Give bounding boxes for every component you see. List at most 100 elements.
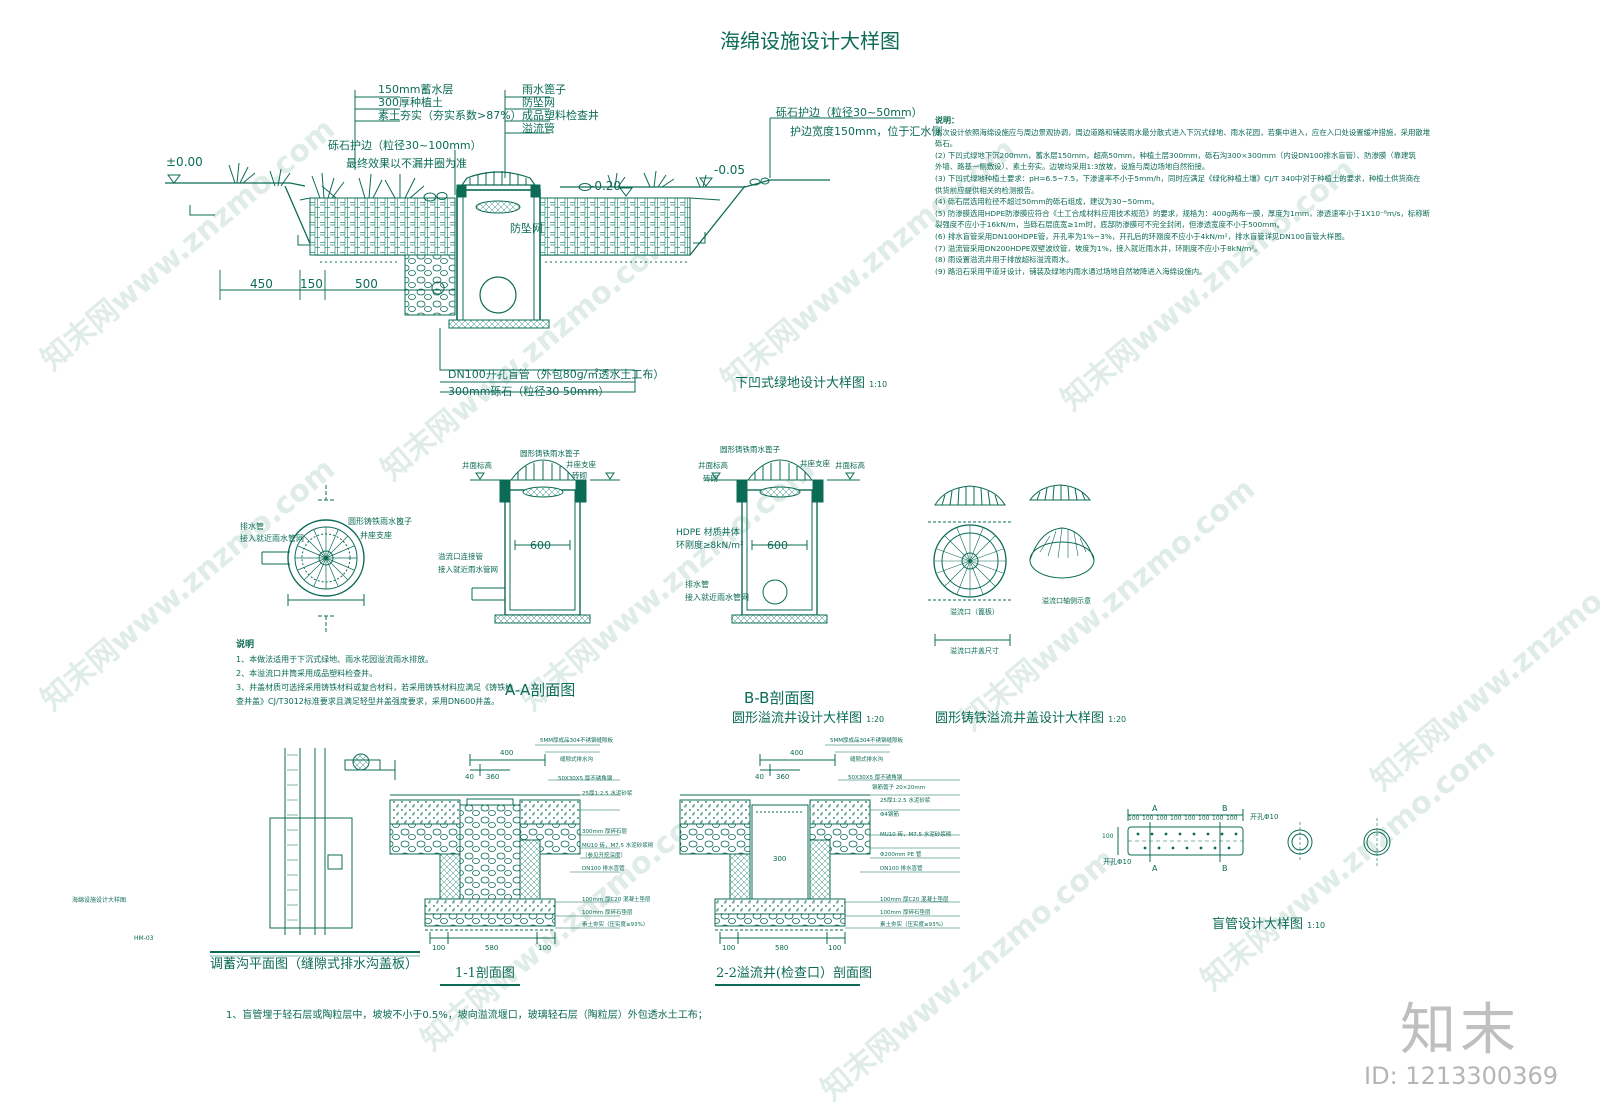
elevation-left: ±0.00 — [166, 155, 203, 169]
s22-layer: MU10 砖，M7.5 水泥砂浆砌 — [880, 832, 952, 838]
note-line: 本次设计依照海绵设施应与周边景观协调，周边道路和铺装雨水最分散式进入下沉式绿地、… — [935, 127, 1431, 137]
caption-scale: 1:20 — [1108, 715, 1127, 724]
pipe-dim: 100 — [1128, 815, 1140, 822]
s11-layer: 5MM厚成品304不锈钢缝隙板 — [540, 738, 613, 744]
elevation-mid: -0.20 — [590, 179, 622, 193]
caption-scale: 1:20 — [866, 715, 885, 724]
s22-dim: 360 — [776, 773, 790, 781]
note-line: (6) 排水盲管采用DN100HDPE管，开孔率为1%~3%，开孔后的环刚度不应… — [935, 231, 1350, 241]
s22-layer: 25厚1:2.5 水泥砂浆 — [880, 798, 931, 804]
caption-text: 下凹式绿地设计大样图 — [735, 376, 866, 391]
s11-layer: 25厚1:2.5 水泥砂浆 — [582, 791, 633, 797]
s22-dim: 400 — [790, 749, 804, 757]
pipe-dim: 100 — [1156, 815, 1168, 822]
s22-layer: 5MM厚成品304不锈钢缝隙板 — [830, 738, 903, 744]
cover-iso-label: 溢流口轴侧示意 — [1042, 597, 1091, 605]
image-id: ID: 1213300369 — [1364, 1062, 1558, 1090]
gravel-edge-right: 砾石护边（粒径30~50mm） — [776, 106, 923, 119]
s22-layer: 缝隙式排水沟 — [850, 757, 884, 763]
design-notes: 说明： 本次设计依照海绵设施应与周边景观协调，周边道路和铺装雨水最分散式进入下沉… — [935, 115, 1575, 277]
s22-layer: 素土夯实（压实度≥93%） — [880, 922, 947, 928]
gravel-label: 300mm砾石（粒径30 50mm） — [448, 385, 610, 398]
note-line: (7) 溢流管采用DN200HDPE双壁波纹管，坡度为1%，接入就近雨水井，环刚… — [935, 243, 1262, 253]
bb-brick-label: 砖砌 — [703, 474, 718, 483]
section-1-1 — [389, 744, 620, 986]
pipe-section-a: A — [1152, 804, 1158, 813]
note-line: 供货前应提供相关的检测报告。 — [935, 185, 1039, 195]
aa-overflow-note: 接入就近雨水管网 — [438, 565, 498, 574]
s22-dim-300: 300 — [773, 855, 787, 863]
callout-planting-soil: 300厚种植土 — [378, 96, 443, 109]
note-line: (3) 下凹式绿地种植土要求：pH=6.5~7.5，下渗速率不小于5mm/h，同… — [935, 173, 1421, 183]
aa-dim-600: 600 — [530, 539, 551, 552]
overflow-well-caption: 圆形溢流井设计大样图 1:20 — [732, 711, 885, 727]
aa-caption: A-A剖面图 — [505, 681, 576, 699]
pipe-section-b: B — [1222, 864, 1228, 873]
sheet-label: 海绵设施设计大样图 — [72, 897, 127, 904]
s11-layer: DN100 排水盲管 — [582, 866, 625, 872]
note-line: (8) 雨设置溢流井用于排放超标溢流雨水。 — [935, 255, 1074, 265]
cover-size-label: 溢流口井盖尺寸 — [950, 647, 999, 655]
s11-layer: MU10 砖，M7.5 水泥砂浆砌 — [582, 843, 654, 849]
s11-layer: 100mm 厚C20 混凝土垫层 — [582, 897, 651, 903]
pipe-dim: 100 — [1184, 815, 1196, 822]
pipe-dim: 100 — [1212, 815, 1224, 822]
aa-ground-label: 井面标高 — [462, 461, 492, 470]
dimension-150: 150 — [300, 277, 323, 291]
s11-dim: 100 — [432, 944, 446, 952]
trench-caption: 调蓄沟平面图（缝隙式排水沟盖板） — [210, 957, 419, 972]
bb-ring-label: 环刚度≥8kN/m² — [676, 541, 744, 551]
pipe-dim: 100 — [1226, 815, 1238, 822]
plan-note: 3、井盖材质可选择采用铸铁材料或复合材料，若采用铸铁材料应满足《铸铁检 — [236, 683, 514, 692]
trench-plan — [210, 748, 420, 957]
dimension-450: 450 — [250, 277, 273, 291]
plan-drain-note: 接入就近雨水管网 — [240, 534, 304, 543]
aa-brick-label: 砖砌 — [572, 471, 587, 480]
callout-storage-layer: 150mm蓄水层 — [378, 83, 454, 96]
pipe-dim: 100 — [1142, 815, 1154, 822]
callout-grate: 雨水篦子 — [522, 83, 566, 96]
s11-caption: 1-1剖面图 — [455, 966, 515, 981]
bb-dim-600: 600 — [767, 539, 788, 552]
note-line: (4) 砾石层选用粒径不超过50mm的砾石组成，建议为30~50mm。 — [935, 197, 1159, 207]
pipe-dim: 100 — [1170, 815, 1182, 822]
aa-overflow-label: 溢流口连接管 — [438, 552, 483, 561]
net-label: 防坠网 — [510, 222, 543, 235]
s11-dim: 400 — [500, 749, 514, 757]
s11-dim: 360 — [486, 773, 500, 781]
s22-layer: 100mm 厚C20 混凝土垫层 — [880, 897, 949, 903]
bb-base-label: 井座支座 — [800, 459, 830, 468]
s11-layer: 300mm 厚碎石层 — [582, 829, 627, 835]
gravel-edge-left-note: 最终效果以不漏井圈为准 — [346, 157, 467, 170]
sunken-green-section — [165, 90, 905, 393]
bb-ground-label-right: 井面标高 — [835, 461, 865, 470]
s11-dim: 580 — [485, 944, 499, 952]
bb-top-label: 圆形铸铁雨水篦子 — [720, 445, 780, 454]
callout-overflow-pipe: 溢流管 — [522, 122, 555, 135]
s11-layer: 缝隙式排水沟 — [560, 757, 594, 763]
cover-detail — [928, 484, 1095, 646]
caption-scale: 1:10 — [1307, 921, 1326, 930]
note-line: 砾石。 — [935, 139, 958, 149]
s11-layer: 50X30X5 厚不锈角钢 — [558, 776, 613, 782]
callout-fall-net: 防坠网 — [522, 96, 555, 109]
gravel-edge-right-note: 护边宽度150mm，位于汇水侧 — [790, 125, 943, 138]
aa-top-label: 圆形铸铁雨水篦子 — [520, 449, 580, 458]
caption-scale: 1:10 — [869, 380, 888, 389]
note-line: 外墙、路基一侧敷设）、素土夯实。边坡均采用1:3放坡，设施与周边场地自然衔接。 — [935, 162, 1210, 172]
callout-inspection-well: 成品塑料检查井 — [522, 109, 599, 122]
s11-dim: 100 — [538, 944, 552, 952]
plan-cover-label: 圆形铸铁雨水篦子 — [348, 517, 412, 526]
s22-dim: 580 — [775, 944, 789, 952]
s22-layer: DN100 排水盲管 — [880, 866, 923, 872]
aa-base-label: 井座支座 — [566, 460, 596, 469]
pipe-side-dim: 100 — [1102, 833, 1114, 840]
s22-dim: 40 — [755, 773, 764, 781]
plan-note: 1、本做法适用于下沉式绿地、雨水花园溢流雨水排放。 — [236, 655, 434, 664]
caption-text: 盲管设计大样图 — [1212, 917, 1304, 932]
s22-layer: 100mm 厚碎石垫层 — [880, 910, 931, 916]
bb-section — [705, 459, 860, 624]
sunken-green-caption: 下凹式绿地设计大样图 1:10 — [735, 376, 888, 392]
plan-note: 查井盖》CJ/T3012标准要求且满足轻型井盖强度要求，采用DN600井盖。 — [236, 697, 500, 706]
